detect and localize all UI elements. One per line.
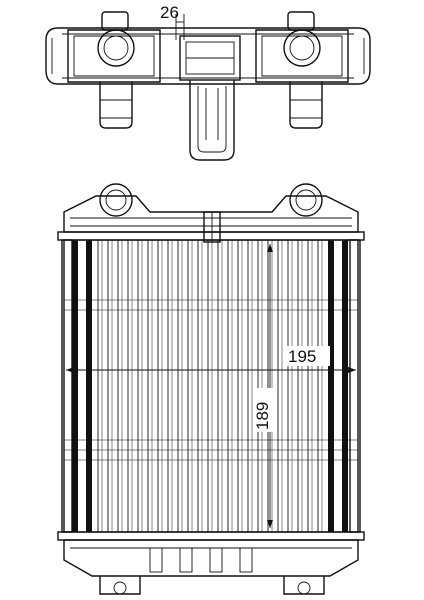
dimension-core-width: 195: [288, 347, 316, 366]
dimension-core-width-line: [66, 346, 356, 373]
radiator-core-fins: [64, 240, 358, 532]
dimension-top-width: 26: [160, 3, 179, 22]
top-view: [45, 11, 371, 161]
dimension-core-height: 189: [253, 402, 272, 430]
dimension-core-height-line: [254, 244, 274, 528]
front-view: [57, 183, 365, 595]
